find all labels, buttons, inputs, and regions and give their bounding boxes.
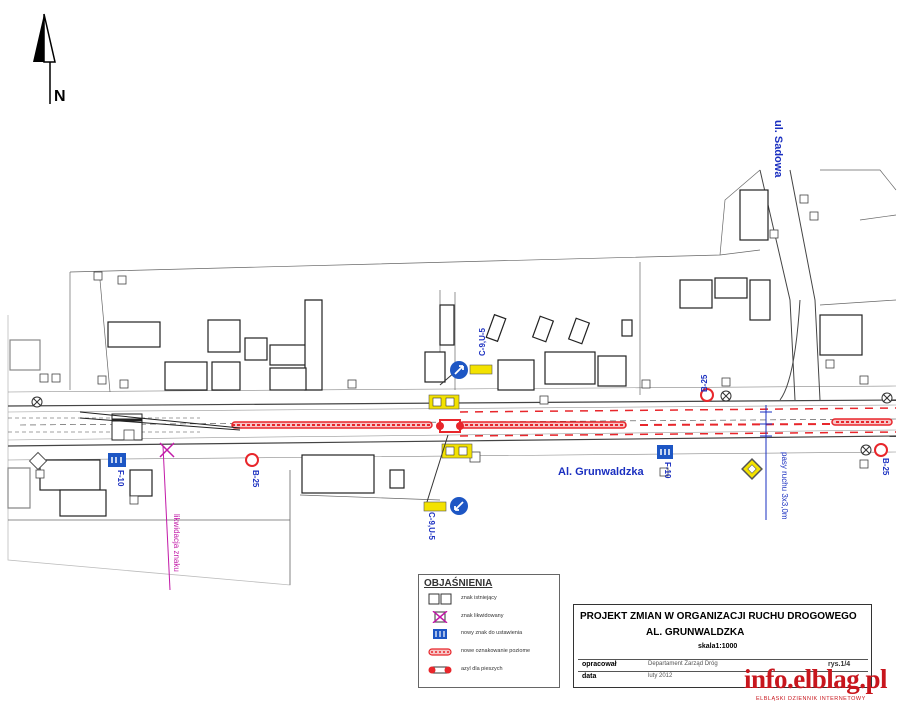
prepared-label: opracował bbox=[582, 661, 617, 668]
yellow-highlighted-signs bbox=[428, 394, 473, 459]
lanes-annotation: pasy ruchu 3x3,0m bbox=[780, 452, 789, 520]
new-marking-icon bbox=[428, 648, 452, 656]
legend-item: znak istniejący bbox=[425, 593, 557, 607]
sign-code-c9u5-bottom: C-9,U-5 bbox=[427, 512, 436, 541]
sign-code-f10-a: F-10 bbox=[116, 470, 125, 487]
sign-code-c9u5-top: C-9,U-5 bbox=[478, 327, 487, 356]
street-label-grunwaldzka: Al. Grunwaldzka bbox=[558, 466, 644, 478]
sign-code-b25-c: B-25 bbox=[881, 458, 890, 476]
pedestrian-island bbox=[436, 419, 464, 433]
prepared-row: opracował Departament Zarząd Dróg bbox=[578, 659, 868, 671]
existing-sign-icon bbox=[428, 593, 452, 605]
prepared-value: Departament Zarząd Dróg bbox=[648, 661, 718, 667]
parcels-north bbox=[69, 169, 897, 395]
legend-item-label: znak istniejący bbox=[461, 595, 497, 601]
lane-width-indicator bbox=[760, 405, 772, 520]
title-block: PROJEKT ZMIAN W ORGANIZACJI RUCHU DROGOW… bbox=[573, 604, 872, 688]
x-circle-icons bbox=[31, 390, 893, 456]
removed-sign bbox=[159, 442, 175, 591]
sign-code-b25-b: B-25 bbox=[251, 470, 260, 488]
title-block-title: PROJEKT ZMIAN W ORGANIZACJI RUCHU DROGOW… bbox=[580, 611, 857, 622]
new-sign-icon bbox=[433, 629, 447, 639]
title-block-scale: skala1:1000 bbox=[698, 643, 738, 650]
b25-sign-icons bbox=[245, 388, 888, 467]
f10-sign-icons bbox=[108, 445, 673, 467]
street-label-sadowa: ul. Sadowa bbox=[772, 120, 784, 178]
date-value: luty 2012 bbox=[648, 673, 673, 679]
legend-item-label: azyl dla pieszych bbox=[461, 666, 503, 672]
removal-annotation: likwidacja znaku bbox=[172, 514, 181, 572]
watermark-tagline: ELBLĄSKI DZIENNIK INTERNETOWY bbox=[756, 696, 866, 702]
priority-diamond-icons bbox=[28, 451, 763, 480]
small-objects bbox=[485, 313, 633, 345]
title-block-subtitle: AL. GRUNWALDZKA bbox=[646, 627, 745, 638]
legend-item-label: nowe oznakowanie poziome bbox=[461, 648, 531, 654]
date-label: data bbox=[582, 673, 597, 680]
north-label: N bbox=[54, 88, 66, 105]
pedestrian-island-icon bbox=[428, 666, 452, 674]
legend-item-label: znak likwidowany bbox=[461, 613, 504, 619]
left-crossing bbox=[79, 411, 241, 441]
parcels-south bbox=[8, 470, 441, 585]
date-row: data luty 2012 bbox=[578, 671, 868, 683]
legend-item: nowy znak do ustawienia bbox=[425, 628, 557, 642]
existing-signs bbox=[35, 194, 869, 505]
legend-title: OBJAŚNIENIA bbox=[424, 578, 493, 589]
new-road-markings bbox=[231, 407, 897, 437]
sheet-number: rys.1/4 bbox=[828, 661, 851, 668]
legend-item: azyl dla pieszych bbox=[425, 664, 557, 678]
legend-item-label: nowy znak do ustawienia bbox=[461, 630, 523, 636]
sign-code-b25-a: B-25 bbox=[700, 374, 709, 392]
legend-item: znak likwidowany bbox=[425, 611, 557, 625]
legend-item: nowe oznakowanie poziome bbox=[425, 646, 557, 660]
road-sadowa bbox=[759, 169, 821, 401]
legend-panel: OBJAŚNIENIA znak istniejący znak likwido… bbox=[418, 574, 560, 688]
c9u5-signs bbox=[423, 361, 493, 515]
removed-sign-icon bbox=[432, 611, 448, 623]
sign-code-f10-b: F-10 bbox=[663, 462, 672, 479]
buildings-south bbox=[7, 454, 405, 517]
buildings-north bbox=[9, 189, 863, 391]
north-arrow-icon bbox=[33, 13, 56, 104]
watermark-logo: info.elblag.pl bbox=[744, 664, 888, 694]
